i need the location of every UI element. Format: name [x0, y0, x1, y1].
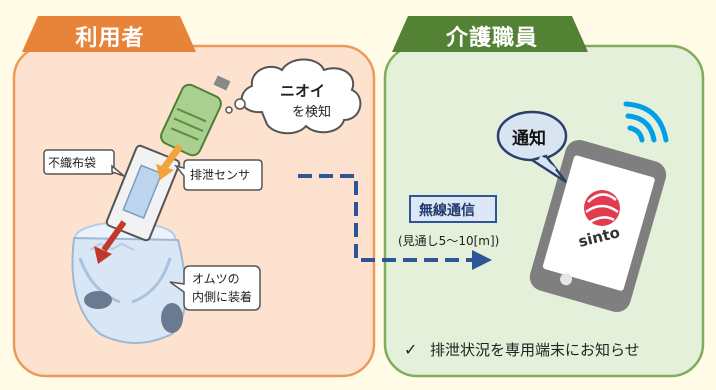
detect-label: を検知: [292, 105, 332, 120]
user-panel-title: 利用者: [75, 26, 145, 51]
footer-check-icon: ✓: [404, 340, 418, 359]
smell-cloud: [240, 58, 362, 135]
notification-bubble-tail: [529, 154, 567, 184]
sinto-logo-icon: [584, 190, 620, 226]
sensor-callout-box: [174, 159, 263, 191]
sensor-device-icon: [160, 75, 231, 157]
wireless-label-box: [409, 195, 497, 223]
wireless-range-label: (見通し5～10[m]): [398, 234, 500, 248]
cloud-bubble: [234, 98, 246, 110]
staff-panel-title: 介護職員: [445, 26, 538, 51]
nonwoven-bag-label: 不織布袋: [48, 156, 97, 170]
cloud-bubble: [225, 106, 233, 114]
attach-arrowhead-orange: [156, 164, 174, 180]
staff-header-tab: [392, 16, 588, 52]
wifi-signal-icon: [623, 101, 669, 143]
user-header-tab: [22, 16, 196, 52]
wireless-label: 無線通信: [419, 203, 475, 219]
sensor-label: 排泄センサ: [190, 168, 251, 182]
wireless-link-dashed-line: [298, 174, 474, 262]
diaper-label-line1: オムツの: [192, 272, 240, 286]
diaper-label-line2: 内側に装着: [192, 290, 253, 304]
attach-arrow-orange: [161, 143, 183, 171]
footer-text: 排泄状況を専用端末にお知らせ: [430, 341, 640, 359]
wireless-link-arrowhead: [472, 250, 492, 270]
diaper-callout-box: [169, 265, 261, 311]
notification-label: 通知: [512, 129, 546, 149]
bubble-tail-joint: [538, 155, 557, 172]
attach-arrow-red: [101, 220, 127, 252]
smell-label: ニオイ: [280, 82, 326, 100]
attach-arrowhead-red: [94, 246, 112, 264]
callout-pointer: [111, 164, 125, 177]
nonwoven-bag-callout-box: [43, 149, 115, 175]
